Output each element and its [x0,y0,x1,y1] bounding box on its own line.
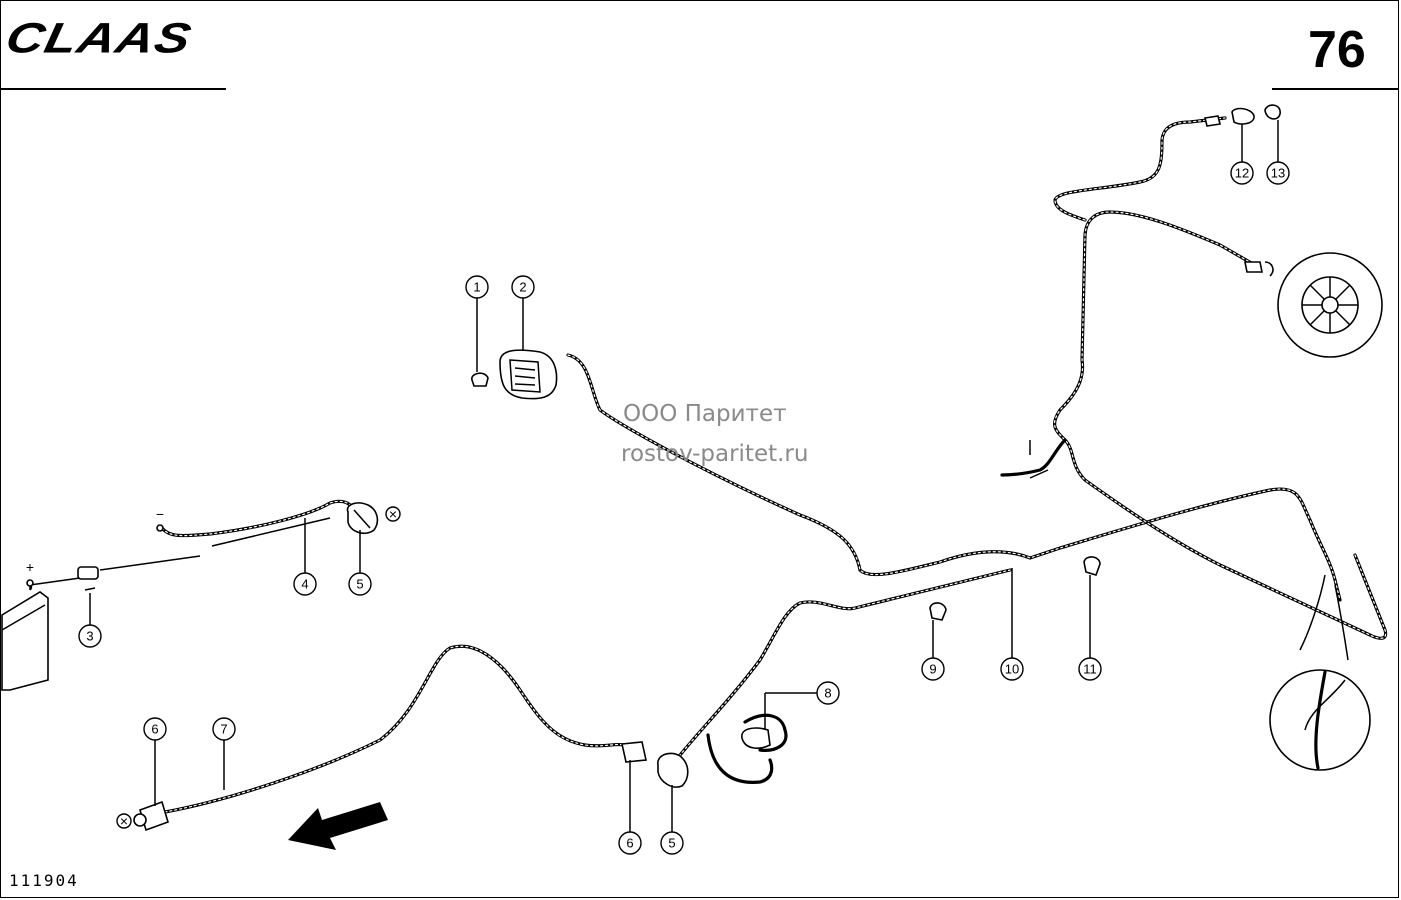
callout-7: 7 [212,717,236,741]
top-connector [1204,115,1274,277]
fan-wheel-detail [1277,252,1383,358]
plug-6-lower [133,800,169,832]
wire-harness-rear-loop [1052,210,1388,640]
wire-loop-8 [706,713,788,784]
callout-6-right: 6 [618,831,642,855]
wire-harness-main [566,353,1342,602]
tail-lamp [499,349,558,400]
callout-12-label: 12 [1235,166,1249,181]
header-rule-right [1272,88,1399,90]
watermark-website: rostov-paritet.ru [621,441,809,467]
minus-sign: − [156,506,164,522]
callout-9: 9 [921,657,945,681]
clip-9 [929,602,947,621]
callout-6-left: 6 [143,717,167,741]
callout-9-label: 9 [929,662,936,677]
svg-text:×: × [389,506,397,522]
lamp-bulb [471,372,489,387]
battery [1,579,49,691]
header-rule-left [0,88,226,90]
callout-5-bottom-label: 5 [668,836,675,851]
ground-terminal [156,524,164,532]
callout-8-label: 8 [824,686,831,701]
callout-11: 11 [1078,657,1102,681]
callout-1: 1 [465,275,489,299]
lamp-socket-12 [1231,107,1255,125]
wire-cable-7 [163,644,632,814]
callout-2-label: 2 [519,280,526,295]
wire-branch-mid [1000,438,1067,479]
callout-13-label: 13 [1271,166,1285,181]
callout-11-label: 11 [1083,662,1097,677]
cross-marker-bottom: × [116,813,132,829]
wire-rear-ends [1299,574,1349,661]
round-detail-view [1269,669,1371,771]
callout-12: 12 [1230,161,1254,185]
wire-battery-positive [29,517,331,586]
socket-6-upper [621,741,647,763]
wire-harness-lower-run [674,568,1012,762]
page-number: 76 [1308,21,1366,79]
cross-marker-top: × [385,506,401,522]
callout-3-label: 3 [86,629,93,644]
callout-4-label: 4 [301,577,308,592]
callout-8: 8 [816,681,840,705]
leader-lines [89,120,1279,832]
callout-10: 10 [1000,657,1024,681]
callout-5-top: 5 [348,572,372,596]
callout-7-label: 7 [220,722,227,737]
callout-13: 13 [1266,161,1290,185]
callout-10-label: 10 [1005,662,1019,677]
callout-4: 4 [293,572,317,596]
drawing-number: 111904 [9,871,79,890]
watermark-company: ООО Паритет [623,401,787,427]
plus-sign: + [26,559,34,575]
svg-text:×: × [120,813,128,829]
wire-cable-4 [160,499,358,538]
direction-arrow [288,802,388,850]
clip-11 [1083,556,1101,576]
fuse-holder [77,566,99,591]
callout-5-top-label: 5 [356,577,363,592]
callout-3: 3 [78,624,102,648]
callout-5-bottom: 5 [660,831,684,855]
rubber-grommet-bottom [657,752,689,788]
wire-harness-top-branch [1053,116,1227,222]
cable-clip-8 [741,727,771,749]
rubber-grommet-top [346,502,379,534]
callout-2: 2 [511,275,535,299]
callout-1-label: 1 [473,280,480,295]
callout-6-right-label: 6 [626,836,633,851]
callout-6-left-label: 6 [151,722,158,737]
bulb-13 [1264,104,1281,120]
